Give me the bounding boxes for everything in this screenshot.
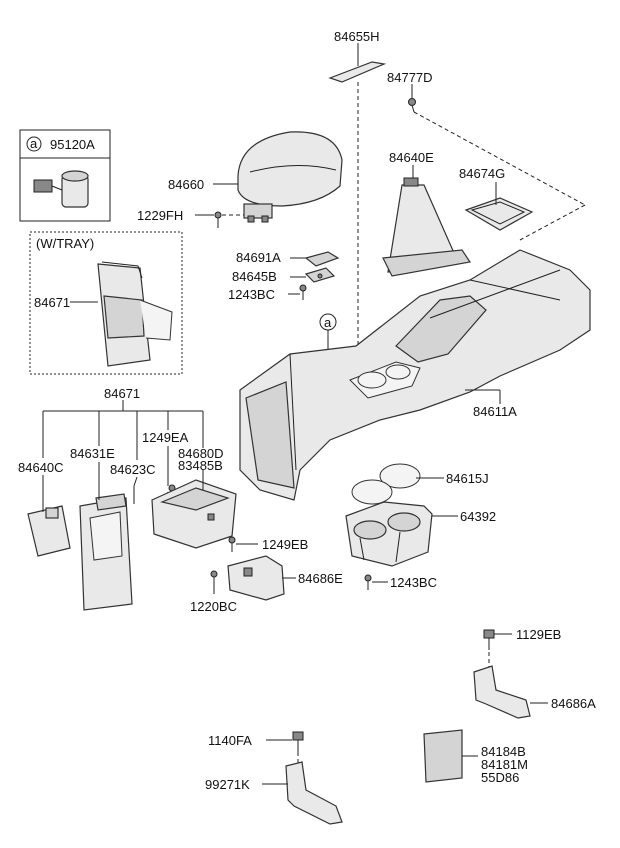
part-84691A[interactable] — [304, 251, 340, 267]
callout-a-console-label: a — [324, 315, 332, 330]
label-with-tray: (W/TRAY) — [36, 236, 94, 251]
label-84686A: 84686A — [551, 696, 596, 711]
part-1129EB-bolt[interactable] — [483, 629, 495, 650]
label-84645B: 84645B — [232, 269, 277, 284]
part-99271K-bracket[interactable] — [285, 761, 343, 825]
part-1220BC-screw[interactable] — [210, 570, 218, 594]
part-1243BC-bottom-screw[interactable] — [364, 574, 372, 590]
label-1249EA: 1249EA — [142, 430, 189, 445]
label-1229FH: 1229FH — [137, 208, 183, 223]
part-1243BC-top-screw[interactable] — [299, 284, 307, 300]
label-64392: 64392 — [460, 509, 496, 524]
label-84611A: 84611A — [473, 404, 517, 419]
label-83485B: 83485B — [178, 458, 223, 473]
callout-a-label: a — [30, 136, 38, 151]
label-84615J: 84615J — [446, 471, 489, 486]
label-84640E: 84640E — [389, 150, 434, 165]
label-84640C: 84640C — [18, 460, 64, 475]
part-84611A-console[interactable] — [239, 249, 591, 501]
label-55D86: 55D86 — [481, 770, 519, 785]
part-84686A-bracket[interactable] — [473, 665, 531, 719]
label-84181M: 84181M — [481, 757, 528, 772]
part-84777D-screw[interactable] — [408, 98, 416, 113]
with-tray-box — [29, 231, 183, 375]
label-84655H: 84655H — [334, 29, 380, 44]
label-84623C: 84623C — [110, 462, 156, 477]
label-1243BC-top: 1243BC — [228, 287, 275, 302]
part-84671-tray[interactable] — [97, 261, 173, 367]
label-84777D: 84777D — [387, 70, 433, 85]
part-1229FH-screw[interactable] — [214, 211, 222, 228]
part-84655H[interactable] — [328, 61, 387, 83]
power-outlet-box — [19, 129, 111, 222]
label-95120A: 95120A — [50, 137, 95, 152]
part-1249EB-screw[interactable] — [228, 536, 236, 552]
part-64392-cupholder[interactable] — [345, 501, 433, 567]
part-84640C[interactable] — [27, 505, 71, 557]
label-84691A: 84691A — [236, 250, 281, 265]
part-84640E-boot[interactable] — [382, 177, 472, 277]
part-84631E[interactable] — [79, 493, 133, 611]
label-84671: 84671 — [104, 386, 140, 401]
part-84674G-mat[interactable] — [464, 197, 534, 231]
label-84631E: 84631E — [70, 446, 115, 461]
label-1220BC: 1220BC — [190, 599, 237, 614]
label-1249EB: 1249EB — [262, 537, 308, 552]
label-1243BC-bottom: 1243BC — [390, 575, 437, 590]
part-84660-armrest[interactable] — [237, 131, 343, 223]
part-95120A[interactable] — [33, 170, 89, 208]
part-84686E[interactable] — [227, 555, 285, 601]
label-1140FA: 1140FA — [208, 733, 252, 748]
part-84615J-mats[interactable] — [351, 463, 421, 505]
label-1129EB: 1129EB — [516, 627, 561, 642]
label-84184B: 84184B — [481, 744, 526, 759]
label-84660: 84660 — [168, 177, 204, 192]
part-1140FA-bolt[interactable] — [292, 731, 304, 752]
part-84680D-tray[interactable] — [151, 479, 237, 549]
label-84680D: 84680D — [178, 446, 224, 461]
part-84184B-pad[interactable] — [423, 729, 463, 783]
label-84674G: 84674G — [459, 166, 505, 181]
label-99271K: 99271K — [205, 777, 250, 792]
part-84645B[interactable] — [304, 267, 336, 283]
label-84671-tray: 84671 — [34, 295, 70, 310]
label-84686E: 84686E — [298, 571, 343, 586]
